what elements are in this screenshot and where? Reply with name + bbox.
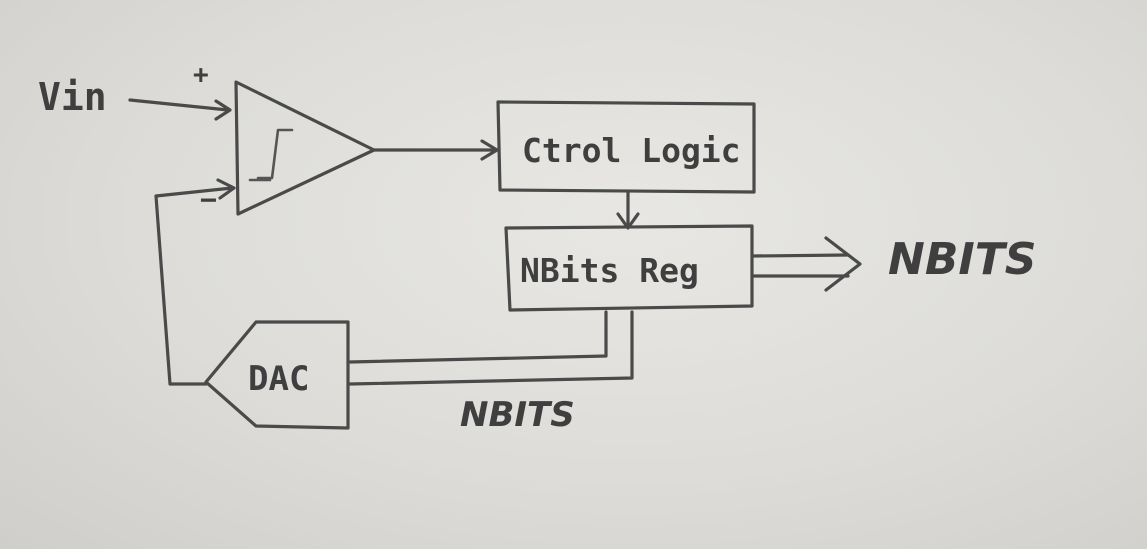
bus-nbits-label: NBITS — [460, 395, 575, 435]
ctrl-logic-box — [496, 100, 756, 194]
vin-label: Vin — [38, 75, 107, 119]
output-bus-arrow — [752, 236, 862, 292]
register-to-dac-bus — [348, 310, 634, 386]
vin-input-wire — [128, 98, 232, 121]
output-nbits-label: NBITS — [888, 234, 1037, 285]
dac-feedback-wire — [154, 178, 236, 386]
minus-sign: − — [200, 183, 217, 216]
comparator-output-wire — [372, 139, 499, 161]
dac-pentagon-icon — [204, 320, 350, 430]
plus-sign: + — [193, 60, 209, 90]
ctrl-to-register-arrow — [616, 190, 640, 230]
register-label: NBits Reg — [520, 251, 699, 290]
dac-label: DAC — [248, 359, 310, 399]
ctrl-logic-label: Ctrol Logic — [522, 131, 741, 170]
hysteresis-symbol-icon — [248, 128, 294, 182]
nbits-register-box — [504, 224, 754, 312]
comparator-triangle-icon — [234, 80, 376, 216]
